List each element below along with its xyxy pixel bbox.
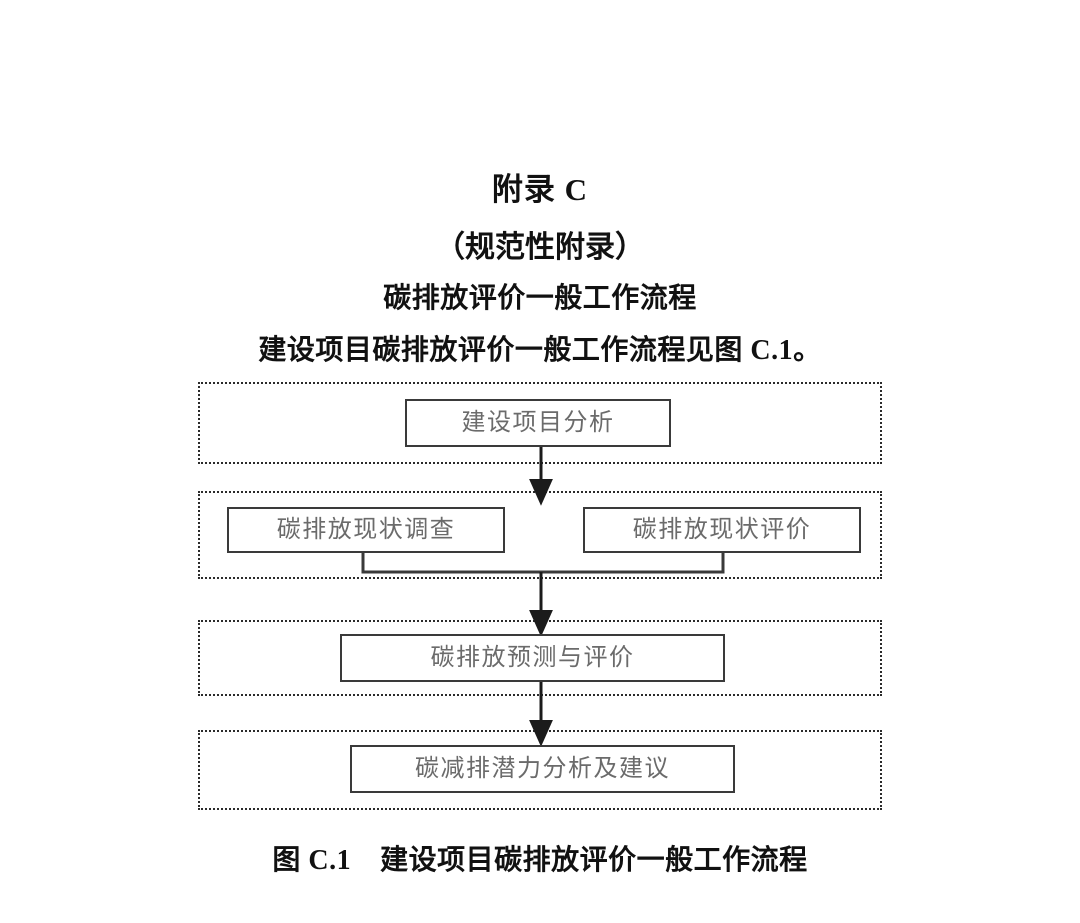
normative-label: （规范性附录） [435, 231, 645, 264]
figure-caption-number: 图 C.1 [272, 845, 352, 876]
figure-caption: 图 C.1 建设项目碳排放评价一般工作流程 [0, 838, 1080, 878]
node-forecast-evaluation[interactable]: 碳排放预测与评价 [340, 634, 725, 682]
node-survey[interactable]: 碳排放现状调查 [227, 507, 505, 553]
appendix-title: 附录 C [491, 172, 589, 207]
subject-title: 碳排放评价一般工作流程 [383, 283, 697, 314]
figure-caption-text: 建设项目碳排放评价一般工作流程 [380, 845, 808, 876]
node-status-evaluation[interactable]: 碳排放现状评价 [583, 507, 861, 553]
node-reduction-potential[interactable]: 碳减排潜力分析及建议 [350, 745, 735, 793]
intro-paragraph: 建设项目碳排放评价一般工作流程见图 C.1。 [258, 335, 822, 366]
node-analysis[interactable]: 建设项目分析 [405, 399, 671, 447]
flowchart: 建设项目分析 碳排放现状调查 碳排放现状评价 碳排放预测与评价 碳减排潜力分析及… [198, 380, 882, 812]
